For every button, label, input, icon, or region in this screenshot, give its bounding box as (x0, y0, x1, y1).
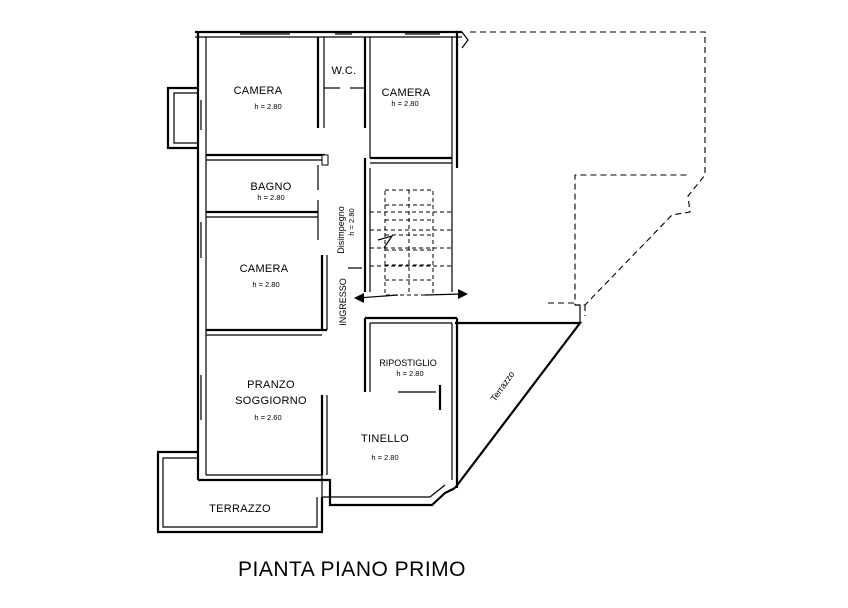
room-tinello: TINELLO h = 2.80 (361, 433, 409, 462)
room-height: h = 2.80 (254, 102, 281, 111)
terrace-outline-dashed (470, 31, 706, 316)
room-ripostiglio: RIPOSTIGLIO h = 2.80 (379, 358, 437, 378)
room-height: h = 2.80 (257, 193, 284, 202)
room-wc: W.C. (331, 65, 356, 77)
staircase (370, 189, 452, 296)
balcony-upper-left (166, 86, 198, 150)
plan-title: PIANTA PIANO PRIMO (238, 558, 466, 581)
room-name-line1: PRANZO (247, 379, 295, 391)
room-ingresso: INGRESSO (338, 278, 348, 326)
room-name: BAGNO (250, 181, 291, 193)
terrace-right-label-group: Terrazzo (489, 369, 517, 403)
room-camera-2: CAMERA h = 2.80 (382, 87, 431, 108)
outer-walls (195, 30, 469, 507)
room-name: INGRESSO (338, 278, 348, 326)
room-height: h = 2.80 (252, 280, 279, 289)
terrace-bottom (156, 450, 324, 534)
terrace-right (454, 304, 583, 489)
room-height: h = 2.80 (396, 369, 423, 378)
room-name: CAMERA (234, 85, 283, 97)
room-height: h = 2.80 (347, 208, 356, 235)
room-camera-1: CAMERA h = 2.80 (234, 85, 283, 111)
room-disimpegno: Disimpegno h = 2.80 (336, 206, 356, 254)
room-camera-3: CAMERA h = 2.80 (240, 263, 289, 289)
room-height: h = 2.60 (254, 413, 281, 422)
room-pranzo-soggiorno: PRANZO SOGGIORNO h = 2.60 (235, 379, 307, 422)
room-name: RIPOSTIGLIO (379, 358, 437, 368)
room-name: TINELLO (361, 433, 409, 445)
interior-walls (200, 33, 457, 475)
room-name: Disimpegno (336, 206, 346, 254)
terrace-label: TERRAZZO (209, 503, 271, 515)
room-height: h = 2.80 (371, 453, 398, 462)
room-name-line2: SOGGIORNO (235, 395, 307, 407)
room-height: h = 2.80 (391, 99, 418, 108)
room-name: CAMERA (240, 263, 289, 275)
room-bagno: BAGNO h = 2.80 (250, 181, 291, 202)
room-name: CAMERA (382, 87, 431, 99)
room-name: W.C. (331, 65, 356, 77)
terrace-bottom-label-group: TERRAZZO (209, 503, 271, 515)
terrace-label: Terrazzo (489, 369, 517, 403)
entrance-arrows (348, 267, 468, 303)
